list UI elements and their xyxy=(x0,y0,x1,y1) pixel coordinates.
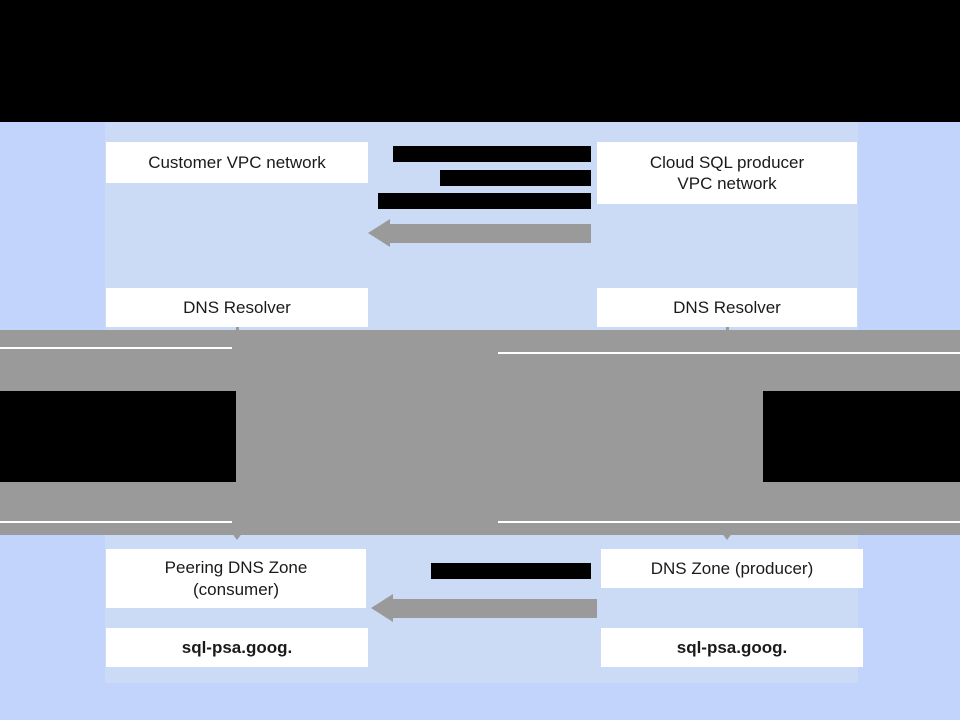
arrow-shaft-producer-zone-to-consumer-zone xyxy=(392,599,597,618)
redaction-bar xyxy=(0,434,236,482)
peering-dns-zone-consumer-label: Peering DNS Zone (consumer) xyxy=(165,557,308,600)
dns-resolver-producer-box[interactable]: DNS Resolver xyxy=(597,288,857,327)
customer-vpc-network-box[interactable]: Customer VPC network xyxy=(106,142,368,183)
peering-zone-line-1: Peering DNS Zone xyxy=(164,558,308,578)
arrow-up-consumer-resolver-icon xyxy=(228,328,246,340)
redaction-bar xyxy=(393,146,591,162)
redaction-bar xyxy=(440,170,591,186)
hairline-top-right xyxy=(498,352,960,354)
redaction-bar xyxy=(0,391,236,434)
hairline-bottom-right xyxy=(498,521,960,523)
dns-resolver-producer-label: DNS Resolver xyxy=(673,297,781,317)
arrow-head-producer-zone-to-consumer-zone-icon xyxy=(371,594,393,622)
producer-vpc-line-1: Cloud SQL producer xyxy=(649,152,805,172)
zone-domain-name-consumer-label: sql-psa.goog. xyxy=(181,637,293,657)
hairline-top-left xyxy=(0,347,232,349)
arrow-down-consumer-zone-icon xyxy=(228,528,246,540)
arrow-up-producer-resolver-icon xyxy=(718,328,736,340)
hairline-bottom-left xyxy=(0,521,232,523)
dns-resolver-consumer-box[interactable]: DNS Resolver xyxy=(106,288,368,327)
redaction-bar xyxy=(378,193,591,209)
cloud-sql-producer-vpc-network-box[interactable]: Cloud SQL producer VPC network xyxy=(597,142,857,204)
redaction-bar xyxy=(763,434,960,482)
customer-vpc-network-label: Customer VPC network xyxy=(148,152,326,172)
zone-domain-name-consumer-box[interactable]: sql-psa.goog. xyxy=(106,628,368,667)
redaction-bar xyxy=(431,563,591,579)
producer-vpc-line-2: VPC network xyxy=(677,174,777,193)
redacted-header-band xyxy=(0,0,960,122)
arrow-shaft-producer-to-customer xyxy=(389,224,591,243)
peering-zone-line-2: (consumer) xyxy=(193,579,279,599)
arrow-down-producer-zone-icon xyxy=(718,528,736,540)
dns-zone-producer-label: DNS Zone (producer) xyxy=(650,558,814,578)
dns-resolver-consumer-label: DNS Resolver xyxy=(183,297,291,317)
redaction-bar xyxy=(763,391,960,434)
zone-domain-name-producer-label: sql-psa.goog. xyxy=(676,637,788,657)
cloud-sql-producer-vpc-network-label: Cloud SQL producer VPC network xyxy=(650,152,804,195)
dns-zone-producer-box[interactable]: DNS Zone (producer) xyxy=(601,549,863,588)
arrow-head-producer-to-customer-icon xyxy=(368,219,390,247)
peering-dns-zone-consumer-box[interactable]: Peering DNS Zone (consumer) xyxy=(106,549,366,608)
zone-domain-name-producer-box[interactable]: sql-psa.goog. xyxy=(601,628,863,667)
